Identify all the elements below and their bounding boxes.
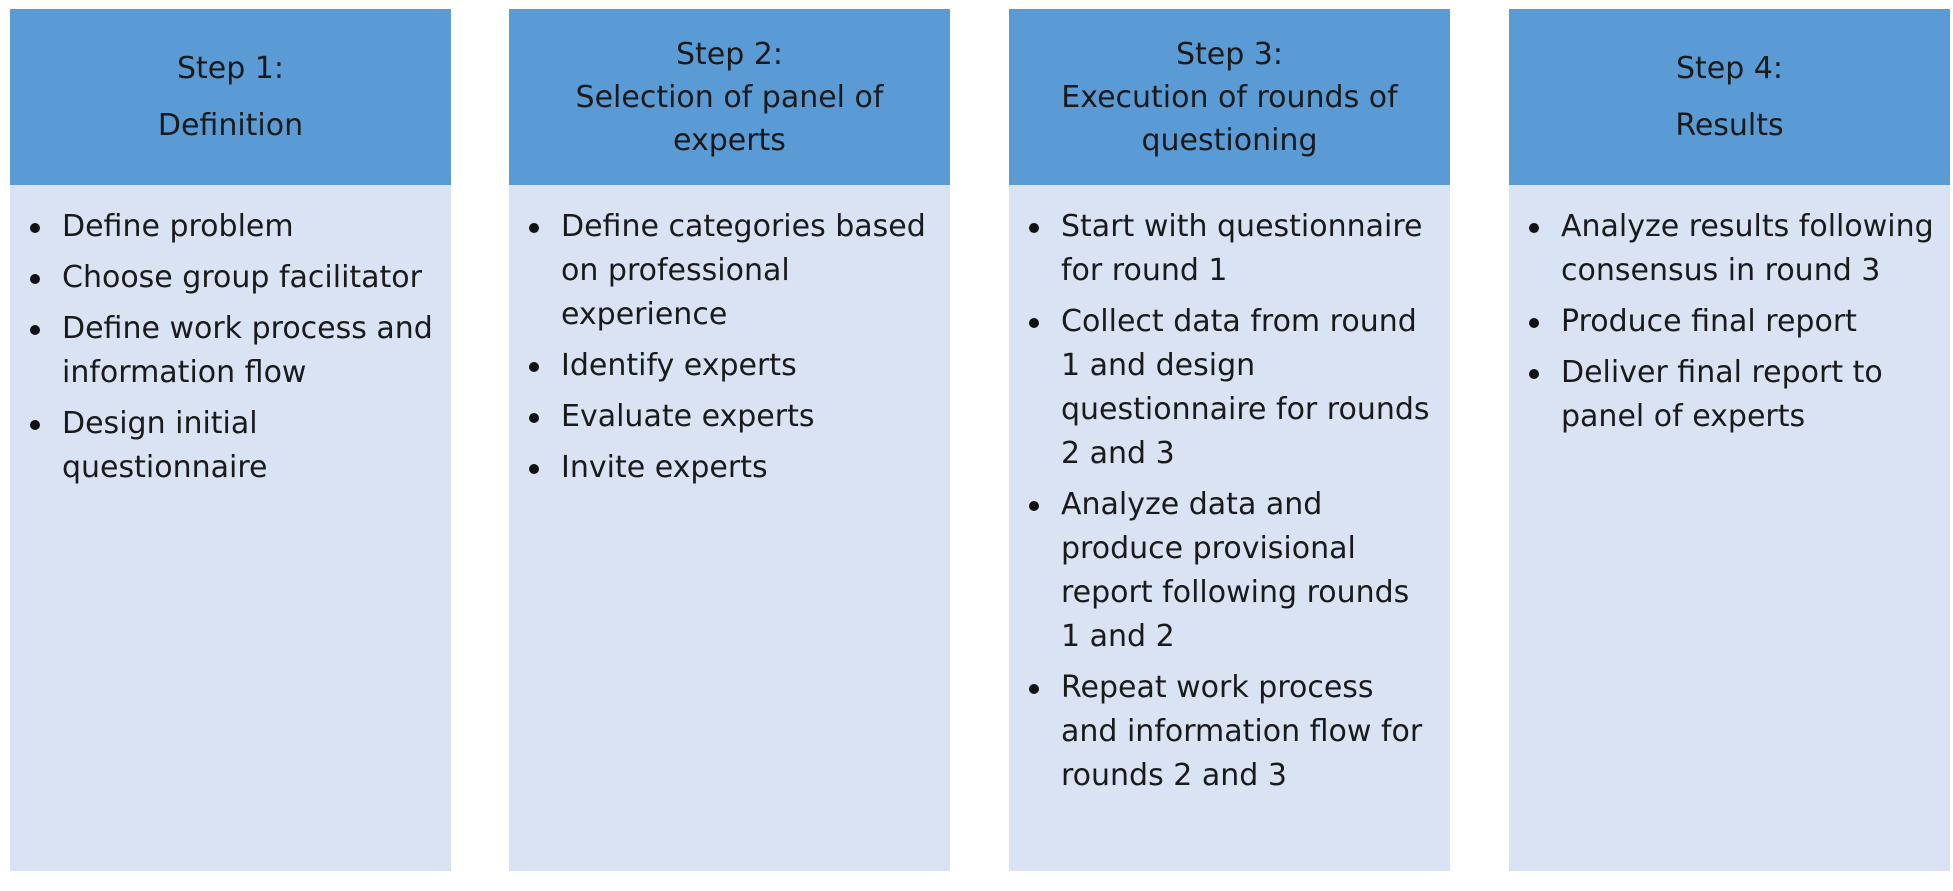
bullet-icon [1529,318,1539,328]
step-3-list: Start with questionnaire for round 1 Col… [1023,205,1436,798]
bullet-icon [529,362,539,372]
step-4-column: Step 4: Results Analyze results followin… [1509,9,1950,871]
step-1-header: Step 1: Definition [10,9,451,185]
step-4-subtitle: Results [1675,108,1784,143]
step-3-title: Step 3: [1175,36,1284,72]
list-item: Define problem [24,205,437,249]
list-item-text: Identify experts [561,348,797,383]
list-item-text: Produce final report [1561,304,1857,339]
list-item-text: Evaluate experts [561,399,815,434]
list-item-text: Start with questionnaire for round 1 [1061,209,1423,288]
list-item: Define categories based on professional … [523,205,936,337]
step-3-column: Step 3: Execution of rounds of questioni… [1009,9,1450,871]
step-2-column: Step 2: Selection of panel of experts De… [509,9,950,871]
list-item: Design initial questionnaire [24,402,437,490]
bullet-icon [30,274,40,284]
bullet-icon [529,464,539,474]
step-4-list: Analyze results following consensus in r… [1523,205,1936,439]
step-4-title: Step 4: [1675,51,1784,86]
step-1-title: Step 1: [176,51,285,86]
list-item: Invite experts [523,446,936,490]
step-2-subtitle: Selection of panel of experts [575,79,884,158]
list-item: Analyze results following consensus in r… [1523,205,1936,293]
bullet-icon [30,325,40,335]
list-item-text: Analyze results following consensus in r… [1561,209,1934,288]
bullet-icon [1529,223,1539,233]
bullet-icon [1029,318,1039,328]
step-1-body: Define problem Choose group facilitator … [10,185,451,871]
list-item: Choose group facilitator [24,256,437,300]
list-item-text: Define categories based on professional … [561,209,926,332]
list-item: Define work process and information flow [24,307,437,395]
list-item: Produce final report [1523,300,1936,344]
step-1-subtitle: Definition [157,108,304,143]
bullet-icon [30,420,40,430]
list-item-text: Collect data from round 1 and design que… [1061,304,1430,471]
bullet-icon [1529,369,1539,379]
step-1-list: Define problem Choose group facilitator … [24,205,437,490]
bullet-icon [529,413,539,423]
list-item: Deliver final report to panel of experts [1523,351,1936,439]
bullet-icon [30,223,40,233]
bullet-icon [1029,501,1039,511]
step-4-header: Step 4: Results [1509,9,1950,185]
list-item: Collect data from round 1 and design que… [1023,300,1436,476]
list-item: Analyze data and produce provisional rep… [1023,483,1436,659]
bullet-icon [529,223,539,233]
list-item: Start with questionnaire for round 1 [1023,205,1436,293]
list-item: Repeat work process and information flow… [1023,666,1436,798]
list-item-text: Define work process and information flow [62,311,433,390]
list-item-text: Repeat work process and information flow… [1061,670,1423,793]
step-3-header: Step 3: Execution of rounds of questioni… [1009,9,1450,185]
step-3-body: Start with questionnaire for round 1 Col… [1009,185,1450,871]
step-4-body: Analyze results following consensus in r… [1509,185,1950,871]
step-2-title: Step 2: [675,36,784,72]
list-item-text: Define problem [62,209,294,244]
bullet-icon [1029,684,1039,694]
list-item: Identify experts [523,344,936,388]
list-item-text: Invite experts [561,450,768,485]
step-1-column: Step 1: Definition Define problem Choose… [10,9,451,871]
list-item-text: Deliver final report to panel of experts [1561,355,1883,434]
list-item: Evaluate experts [523,395,936,439]
list-item-text: Analyze data and produce provisional rep… [1061,487,1410,654]
list-item-text: Choose group facilitator [62,260,422,295]
bullet-icon [1029,223,1039,233]
step-2-list: Define categories based on professional … [523,205,936,490]
step-2-header: Step 2: Selection of panel of experts [509,9,950,185]
step-3-subtitle: Execution of rounds of questioning [1061,79,1398,158]
step-2-body: Define categories based on professional … [509,185,950,871]
list-item-text: Design initial questionnaire [62,406,268,485]
